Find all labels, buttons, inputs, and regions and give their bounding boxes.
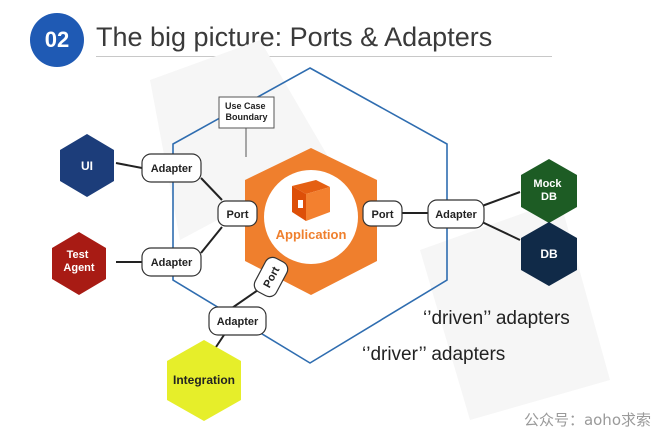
port-box-bottom: [253, 256, 289, 298]
ui-node: [60, 134, 114, 197]
section-number-badge: 02: [30, 13, 84, 67]
port-box-right: [362, 200, 403, 227]
connector-line: [115, 162, 143, 169]
test-agent-node-label: Test Agent: [63, 249, 95, 274]
ui-node-label: UI: [81, 159, 93, 173]
adapter-label-test-agent: Adapter: [151, 257, 193, 269]
application-box-icon: [292, 180, 330, 221]
connector-line: [200, 226, 223, 254]
adapter-box-integration: [208, 306, 267, 336]
port-label-right: Port: [372, 209, 394, 221]
test-agent-node: [52, 232, 106, 295]
integration-node-label: Integration: [173, 373, 235, 387]
integration-node: [167, 340, 241, 421]
watermark: 公众号：aoho求索: [524, 411, 651, 429]
use-case-boundary-hexagon: [172, 67, 448, 364]
slide-title: The big picture: Ports & Adapters: [96, 22, 493, 52]
adapter-box-test-agent: [141, 247, 202, 277]
use-case-boundary-box: [218, 96, 275, 129]
port-label-left: Port: [227, 209, 249, 221]
mock-db-node-label: Mock DB: [533, 178, 564, 203]
adapter-label-ui: Adapter: [151, 163, 193, 175]
db-node-label: DB: [540, 247, 558, 261]
connector-line: [481, 191, 521, 207]
port-box-left: [217, 200, 258, 227]
db-node: [521, 222, 577, 286]
driven-adapters-label: ‘’driven’’ adapters: [423, 308, 570, 329]
adapter-box-db: [427, 199, 485, 229]
connector-line: [481, 221, 521, 241]
title-divider: [96, 56, 552, 57]
connector-line: [231, 289, 259, 309]
adapter-label-integration: Adapter: [217, 316, 259, 328]
driver-adapters-label: ‘’driver’’ adapters: [362, 344, 505, 365]
connector-line: [200, 177, 223, 201]
application-label: Application: [276, 227, 347, 242]
use-case-boundary-label: Use Case Boundary: [225, 101, 268, 122]
background-shape: [150, 40, 330, 240]
mock-db-node: [521, 159, 577, 223]
adapter-label-db: Adapter: [435, 209, 477, 221]
adapter-box-ui: [141, 153, 202, 183]
